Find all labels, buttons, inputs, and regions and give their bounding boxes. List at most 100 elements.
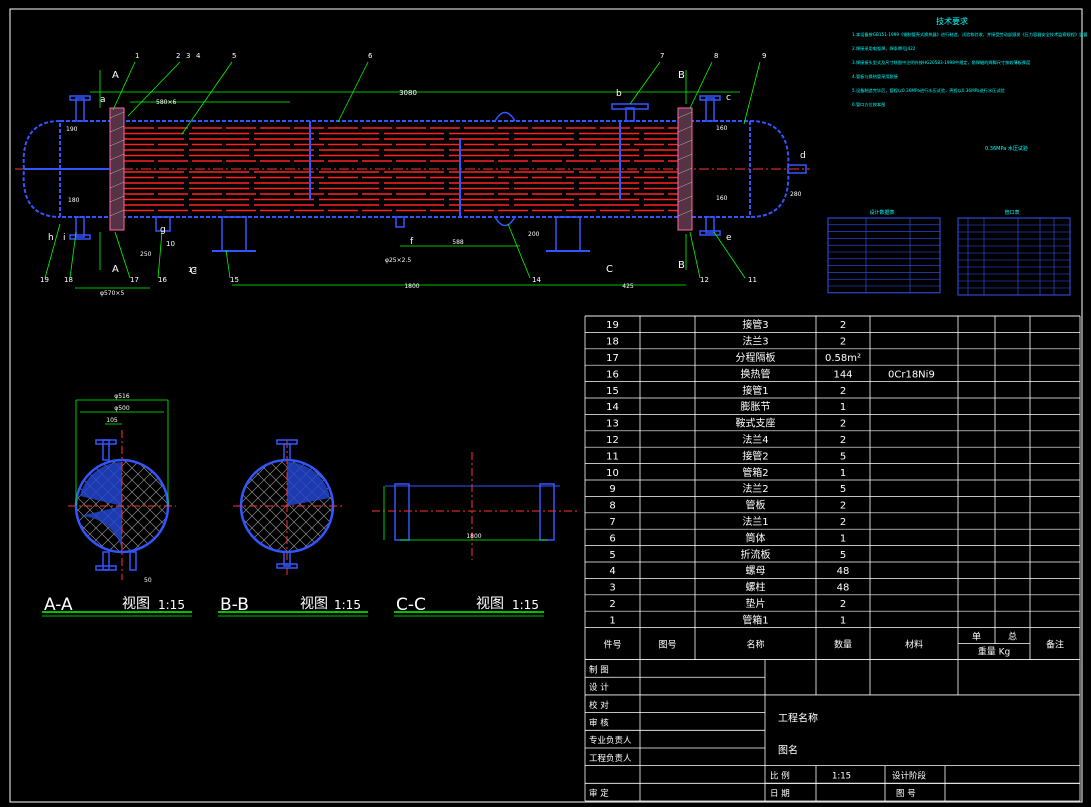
dim-250: 250 bbox=[140, 251, 152, 258]
tech-line: 4.管板与换热管采用胀接 bbox=[852, 73, 899, 80]
tech-line: 6.管口方位按本图 bbox=[852, 101, 885, 108]
part-label-6: 6 bbox=[368, 52, 373, 60]
nozzle-label-c: c bbox=[726, 93, 731, 103]
bom-name: 法兰2 bbox=[742, 482, 768, 495]
bom-name: 筒体 bbox=[746, 531, 766, 544]
bom-no: 16 bbox=[606, 369, 619, 380]
titleblock-scale-value: 1:15 bbox=[832, 771, 851, 781]
bom-qty: 1 bbox=[840, 533, 846, 544]
titleblock-role: 设 计 bbox=[589, 682, 609, 693]
titleblock-role: 审 核 bbox=[589, 717, 609, 728]
titleblock-role: 制 图 bbox=[589, 664, 609, 675]
section-mark-3: B bbox=[678, 260, 685, 271]
bom-name: 折流板 bbox=[741, 548, 771, 561]
bom-no: 13 bbox=[606, 419, 619, 430]
bom-no: 14 bbox=[606, 402, 619, 413]
view-b-b-scale: 1:15 bbox=[334, 598, 361, 612]
view-b-b-label: 视图 bbox=[300, 596, 328, 612]
nozzle-label-i: i bbox=[63, 233, 66, 243]
part-label-12: 12 bbox=[700, 276, 709, 284]
bom-no: 17 bbox=[606, 353, 619, 364]
bom-header-drawing: 图号 bbox=[658, 640, 676, 651]
section-a-a: φ516 φ500 105 50 A-A 视图 1:15 bbox=[42, 393, 192, 617]
view-c-c-scale: 1:15 bbox=[512, 598, 539, 612]
nozzle-label-g: g bbox=[160, 225, 166, 235]
bom-qty: 48 bbox=[837, 583, 850, 594]
titleblock-date-label: 日 期 bbox=[770, 789, 790, 799]
bom-header-material: 材料 bbox=[905, 639, 923, 651]
drawing-frame bbox=[9, 8, 1083, 803]
titleblock-drawing-name: 图名 bbox=[778, 743, 798, 756]
view-a-a-scale: 1:15 bbox=[158, 598, 185, 612]
part-label-16: 16 bbox=[158, 276, 167, 284]
bom-qty: 1 bbox=[840, 615, 846, 626]
bom-no: 7 bbox=[609, 517, 615, 528]
bom-name: 法兰4 bbox=[742, 433, 768, 446]
tech-line: 5.设备制造完毕后，管程以0.36MPa进行水压试验，壳程以0.36MPa进行水… bbox=[852, 87, 1006, 94]
bom-no: 2 bbox=[609, 599, 615, 610]
titleblock-role: 校 对 bbox=[589, 700, 609, 711]
bom-qty: 1 bbox=[840, 402, 846, 413]
dim-bottom-left: φ570×5 bbox=[100, 290, 124, 297]
dim-support-span: 1800 bbox=[404, 283, 419, 290]
bom-qty: 144 bbox=[833, 369, 852, 380]
view-b-b-name: B-B bbox=[220, 595, 249, 615]
section-b-b: B-B 视图 1:15 bbox=[218, 439, 368, 617]
part-label-19: 19 bbox=[40, 276, 49, 284]
nozzle-table: 管口表 bbox=[957, 209, 1071, 296]
titleblock-project: 工程名称 bbox=[778, 711, 818, 724]
tube-bundle bbox=[124, 127, 678, 212]
part-label-1: 1 bbox=[135, 52, 139, 60]
titleblock-number-label: 图 号 bbox=[896, 789, 916, 799]
bom-no: 18 bbox=[606, 337, 619, 348]
elevation-view: 3080 580×6 1800 425 588 φ25×2.5 φ570×5 1… bbox=[15, 52, 810, 297]
titleblock-approve: 审 定 bbox=[589, 788, 609, 799]
bom-name: 分程隔板 bbox=[736, 351, 776, 364]
bom-header-total: 总 bbox=[1008, 631, 1017, 643]
pressure-note: 0.36MPa 水压试验 bbox=[985, 145, 1028, 152]
part-label-9: 9 bbox=[762, 52, 766, 60]
bom-qty: 2 bbox=[840, 517, 846, 528]
bom-header-weight: 重量 Kg bbox=[978, 646, 1010, 658]
nozzle-label-h: h bbox=[48, 233, 54, 243]
view-a-a-label: 视图 bbox=[122, 596, 150, 612]
bom-header-remark: 备注 bbox=[1046, 639, 1064, 651]
bom-header-name: 名称 bbox=[746, 639, 764, 651]
bom-name: 法兰1 bbox=[742, 515, 768, 528]
part-label-13: 13 bbox=[188, 266, 197, 274]
bom-no: 1 bbox=[609, 615, 615, 626]
nozzle-table-title: 管口表 bbox=[1004, 209, 1019, 216]
titleblock-role: 专业负责人 bbox=[589, 735, 632, 746]
bom-name: 螺母 bbox=[746, 565, 766, 577]
bom-no: 12 bbox=[606, 435, 619, 446]
nozzle-label-d: d bbox=[800, 151, 806, 161]
dim-mid-seg: 588 bbox=[452, 239, 464, 246]
dim-105: 105 bbox=[106, 417, 118, 424]
titleblock-role: 工程负责人 bbox=[589, 753, 632, 764]
part-label-15: 15 bbox=[230, 276, 239, 284]
bom-no: 3 bbox=[609, 583, 615, 594]
part-label-3: 3 bbox=[186, 52, 190, 60]
bom-no: 15 bbox=[606, 386, 619, 397]
bom-name: 接管3 bbox=[742, 318, 768, 331]
bom-no: 11 bbox=[606, 451, 619, 462]
nozzle-label-f: f bbox=[410, 237, 414, 247]
dim-overall: 3080 bbox=[399, 89, 417, 97]
dim-outer-dia: φ516 bbox=[114, 393, 130, 400]
bom-name: 鞍式支座 bbox=[736, 417, 776, 430]
part-label-2: 2 bbox=[176, 52, 180, 60]
bom-name: 接管1 bbox=[742, 384, 768, 397]
bom-row: 7 法兰1 2 bbox=[585, 512, 1080, 528]
view-c-c-label: 视图 bbox=[476, 596, 504, 612]
design-table-title: 设计数据表 bbox=[869, 209, 894, 216]
part-label-5: 5 bbox=[232, 52, 236, 60]
titleblock-scale-label: 比 例 bbox=[770, 770, 790, 781]
